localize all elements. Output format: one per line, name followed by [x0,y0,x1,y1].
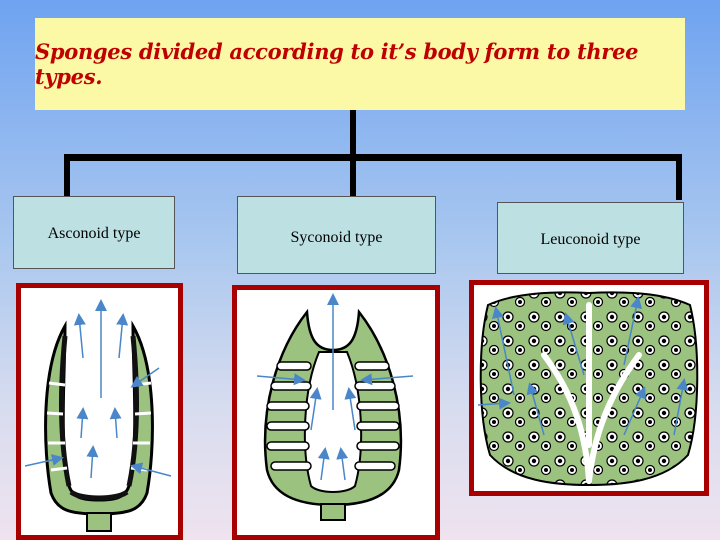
leuconoid-panel [469,280,709,496]
asconoid-panel [16,283,183,540]
syconoid-illustration [256,293,414,521]
asconoid-illustration [24,299,172,532]
diagram-title: Sponges divided according to it’s body f… [35,39,639,89]
syconoid-label-box: Syconoid type [237,196,436,274]
leuconoid-label-box: Leuconoid type [497,202,684,274]
title-box: Sponges divided according to it’s body f… [35,18,685,110]
leuconoid-illustration [477,291,699,487]
connector-left [64,154,70,198]
asconoid-label-box: Asconoid type [13,196,175,269]
connector-stem [350,110,356,156]
syconoid-panel [232,285,440,540]
connector-right [676,154,682,200]
leuconoid-label: Leuconoid type [540,231,641,248]
connector-middle [350,154,356,198]
asconoid-label: Asconoid type [47,225,141,242]
syconoid-label: Syconoid type [290,229,383,246]
connector-bar [64,154,682,161]
